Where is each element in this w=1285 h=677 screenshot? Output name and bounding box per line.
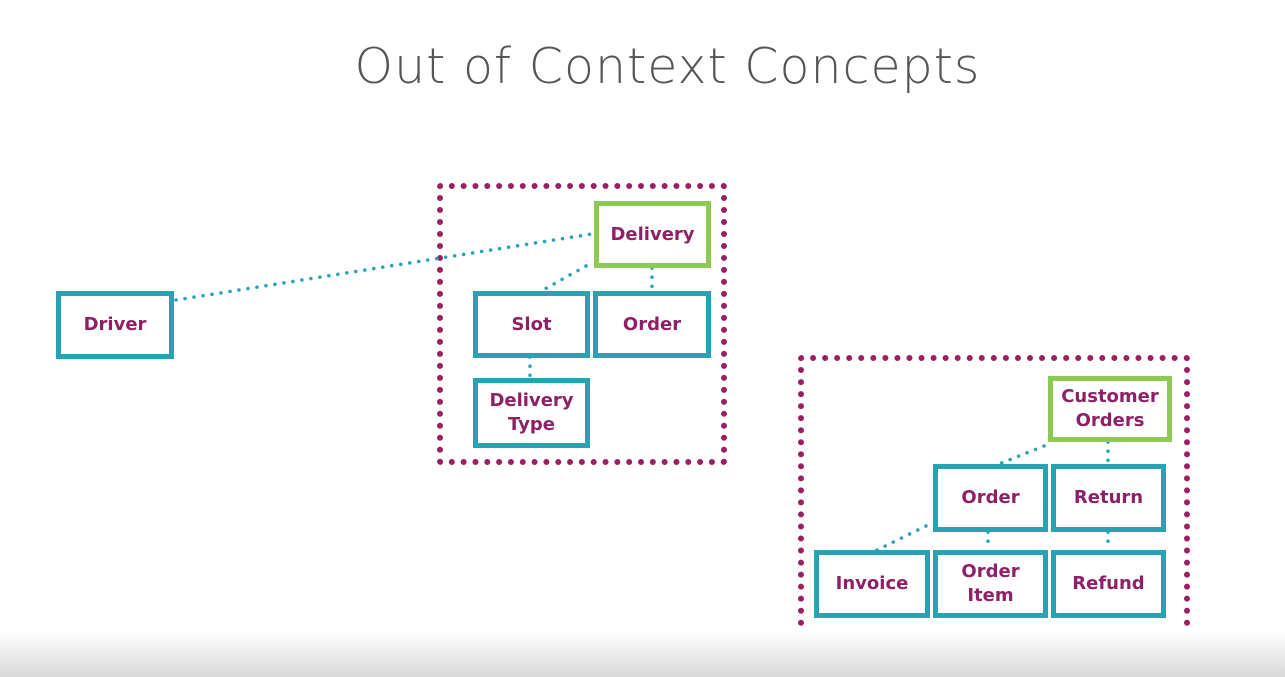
customer-order-label: Order — [961, 487, 1020, 508]
delivery-label: Delivery — [610, 223, 695, 245]
link-customer-orders-order — [992, 444, 1046, 468]
order-item-line2: Item — [967, 585, 1014, 606]
slot-entity: Slot — [473, 291, 590, 358]
customer-orders-line2: Orders — [1075, 410, 1145, 431]
delivery-order-entity: Order — [593, 291, 711, 358]
delivery-aggregate-boundary — [437, 183, 727, 465]
customer-order-entity: Order — [933, 464, 1048, 532]
order-item-entity: Order Item — [933, 550, 1048, 618]
return-label: Return — [1073, 487, 1144, 508]
customer-orders-label: Customer Orders — [1061, 385, 1159, 433]
delivery-type-entity: Delivery Type — [473, 378, 590, 448]
link-driver-delivery — [174, 232, 594, 302]
refund-entity: Refund — [1051, 550, 1166, 618]
refund-label: Refund — [1072, 573, 1145, 594]
driver-entity: Driver — [56, 291, 174, 359]
link-order-invoice — [873, 524, 928, 553]
return-entity: Return — [1051, 464, 1166, 532]
delivery-type-line2: Type — [508, 414, 555, 435]
invoice-label: Invoice — [835, 573, 909, 594]
delivery-type-line1: Delivery — [489, 390, 574, 411]
delivery-root-entity: Delivery — [594, 201, 711, 268]
delivery-type-label: Delivery Type — [489, 389, 573, 437]
customer-orders-root-entity: Customer Orders — [1048, 376, 1172, 442]
link-delivery-slot — [534, 264, 588, 296]
delivery-order-label: Order — [622, 313, 682, 335]
slot-label: Slot — [511, 313, 552, 335]
footer-shade — [0, 631, 1285, 677]
order-item-line1: Order — [961, 561, 1020, 582]
order-item-label: Order Item — [961, 560, 1019, 608]
driver-label: Driver — [83, 314, 147, 335]
slide-title: Out of Context Concepts — [354, 38, 981, 95]
customer-orders-line1: Customer — [1061, 386, 1159, 407]
invoice-entity: Invoice — [814, 550, 930, 618]
